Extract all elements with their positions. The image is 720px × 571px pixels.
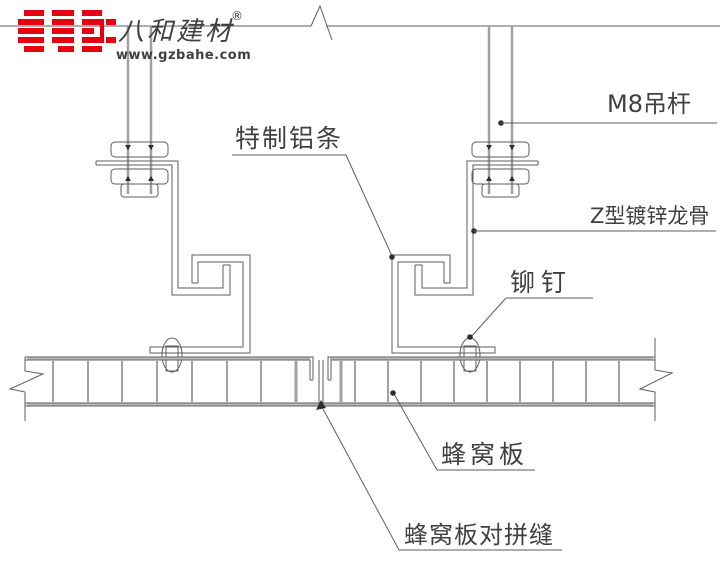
leader-honeycomb-panel [390, 390, 535, 471]
nut-bracket [120, 183, 159, 198]
hex-nut-lower [471, 168, 530, 185]
honeycomb-panel [8, 338, 674, 421]
hex-nut-upper [110, 141, 169, 158]
z-keel-right [414, 160, 539, 296]
panel-cell-dividers [52, 361, 620, 402]
hex-nut-upper [471, 141, 530, 158]
hanger-rod-right [471, 26, 530, 198]
label-panel-joint: 蜂窝板对拼缝 [404, 521, 554, 549]
aluminum-strip-left [149, 254, 251, 354]
panel-joint-seam [318, 360, 324, 407]
leader-hanger-rod [498, 120, 717, 126]
logo-registered-symbol: ® [231, 9, 243, 23]
label-rivet: 铆钉 [510, 268, 572, 297]
break-symbol-top [310, 4, 333, 41]
logo-website: www.gzbahe.com [116, 48, 251, 63]
leader-z-keel [471, 228, 716, 234]
rivet-right [459, 337, 481, 373]
hex-nut-lower [110, 168, 169, 185]
z-keel-left [95, 160, 231, 296]
label-aluminum-strip: 特制铝条 [235, 124, 343, 153]
break-symbol-right [638, 338, 674, 421]
label-z-keel: Z型镀锌龙骨 [590, 204, 709, 228]
annotation-labels: M8吊杆 Z型镀锌龙骨 特制铝条 铆钉 蜂窝板 蜂窝板对拼缝 [235, 90, 709, 549]
company-logo: 八和建材 ® www.gzbahe.com [18, 9, 251, 63]
label-hanger-rod: M8吊杆 [607, 90, 691, 118]
hanger-rod-left [110, 26, 169, 198]
rivet-left [161, 337, 183, 373]
break-symbol-left [8, 357, 45, 421]
leader-panel-joint [316, 400, 562, 551]
leader-rivet [467, 297, 593, 340]
nut-bracket [481, 183, 520, 198]
aluminum-strip-right [391, 254, 496, 354]
ceiling-line [0, 4, 720, 41]
leader-aluminum-strip [232, 154, 395, 260]
label-honeycomb-panel: 蜂窝板 [441, 440, 528, 469]
panel-top-skin-left [25, 356, 314, 380]
logo-mark-icon [18, 10, 116, 52]
panel-top-skin-right [327, 356, 655, 380]
logo-company-name: 八和建材 [118, 17, 234, 47]
